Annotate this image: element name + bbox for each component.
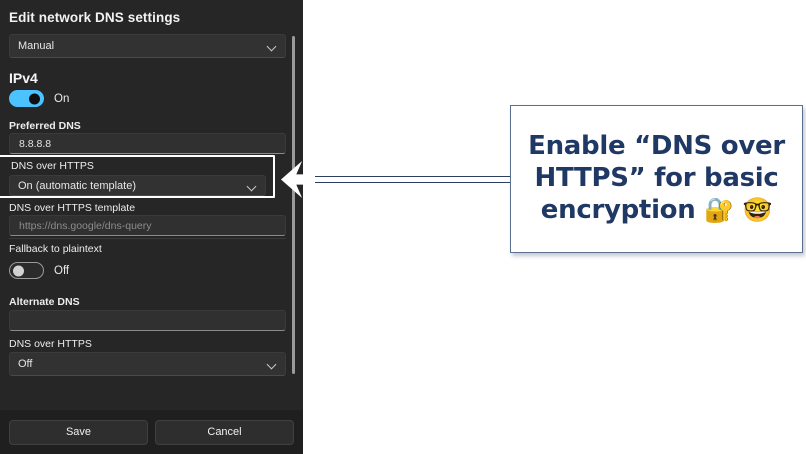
ipv4-heading: IPv4 bbox=[9, 70, 38, 86]
annotation-callout: Enable “DNS over HTTPS” for basic encryp… bbox=[510, 105, 803, 253]
chevron-down-icon bbox=[267, 41, 277, 51]
ipv4-toggle-row[interactable]: On bbox=[9, 90, 69, 107]
dns-assignment-value: Manual bbox=[18, 40, 55, 52]
nerd-face-icon: 🤓 bbox=[742, 195, 773, 224]
doh-template-placeholder: https://dns.google/dns-query bbox=[19, 219, 152, 232]
dns-settings-panel: Edit network DNS settings Manual IPv4 On… bbox=[0, 0, 303, 454]
ipv4-toggle-switch[interactable] bbox=[9, 90, 44, 107]
preferred-dns-input[interactable]: 8.8.8.8 bbox=[9, 133, 286, 154]
preferred-dns-label: Preferred DNS bbox=[9, 120, 81, 132]
doh-dropdown[interactable]: On (automatic template) bbox=[9, 175, 266, 196]
ipv4-toggle-state: On bbox=[54, 92, 70, 105]
alternate-dns-label: Alternate DNS bbox=[9, 296, 80, 308]
lock-icon: 🔐 bbox=[704, 195, 734, 224]
annotation-line-1: Enable “DNS over bbox=[528, 131, 785, 162]
panel-scrollbar-thumb[interactable] bbox=[292, 36, 295, 374]
toggle-knob bbox=[13, 265, 24, 276]
chevron-down-icon bbox=[267, 359, 277, 369]
doh-value: On (automatic template) bbox=[18, 179, 136, 192]
dialog-button-bar: Save Cancel bbox=[0, 410, 303, 454]
page-title: Edit network DNS settings bbox=[9, 10, 181, 25]
doh-template-label: DNS over HTTPS template bbox=[9, 202, 136, 214]
doh-alternate-label: DNS over HTTPS bbox=[9, 338, 92, 350]
cancel-button[interactable]: Cancel bbox=[155, 419, 294, 445]
toggle-knob bbox=[29, 93, 40, 104]
section-divider bbox=[9, 238, 286, 239]
alternate-dns-input[interactable] bbox=[9, 310, 286, 331]
fallback-toggle-switch[interactable] bbox=[9, 262, 44, 279]
annotation-line-2: HTTPS” for basic bbox=[534, 163, 779, 194]
fallback-label: Fallback to plaintext bbox=[9, 243, 102, 255]
preferred-dns-value: 8.8.8.8 bbox=[19, 137, 52, 150]
annotation-arrow-shaft bbox=[300, 176, 512, 183]
doh-template-input[interactable]: https://dns.google/dns-query bbox=[9, 215, 286, 236]
doh-label: DNS over HTTPS bbox=[11, 160, 94, 172]
fallback-toggle-row[interactable]: Off bbox=[9, 262, 69, 279]
annotation-line-3: encryption bbox=[540, 194, 696, 225]
chevron-down-icon bbox=[247, 181, 257, 191]
save-button[interactable]: Save bbox=[9, 419, 148, 445]
fallback-toggle-state: Off bbox=[54, 264, 70, 277]
dns-assignment-dropdown[interactable]: Manual bbox=[9, 34, 286, 58]
doh-alternate-value: Off bbox=[18, 358, 33, 370]
annotation-text: Enable “DNS over HTTPS” for basic encryp… bbox=[528, 131, 785, 226]
doh-highlight-box: DNS over HTTPS On (automatic template) bbox=[0, 155, 275, 198]
doh-alternate-dropdown[interactable]: Off bbox=[9, 352, 286, 376]
